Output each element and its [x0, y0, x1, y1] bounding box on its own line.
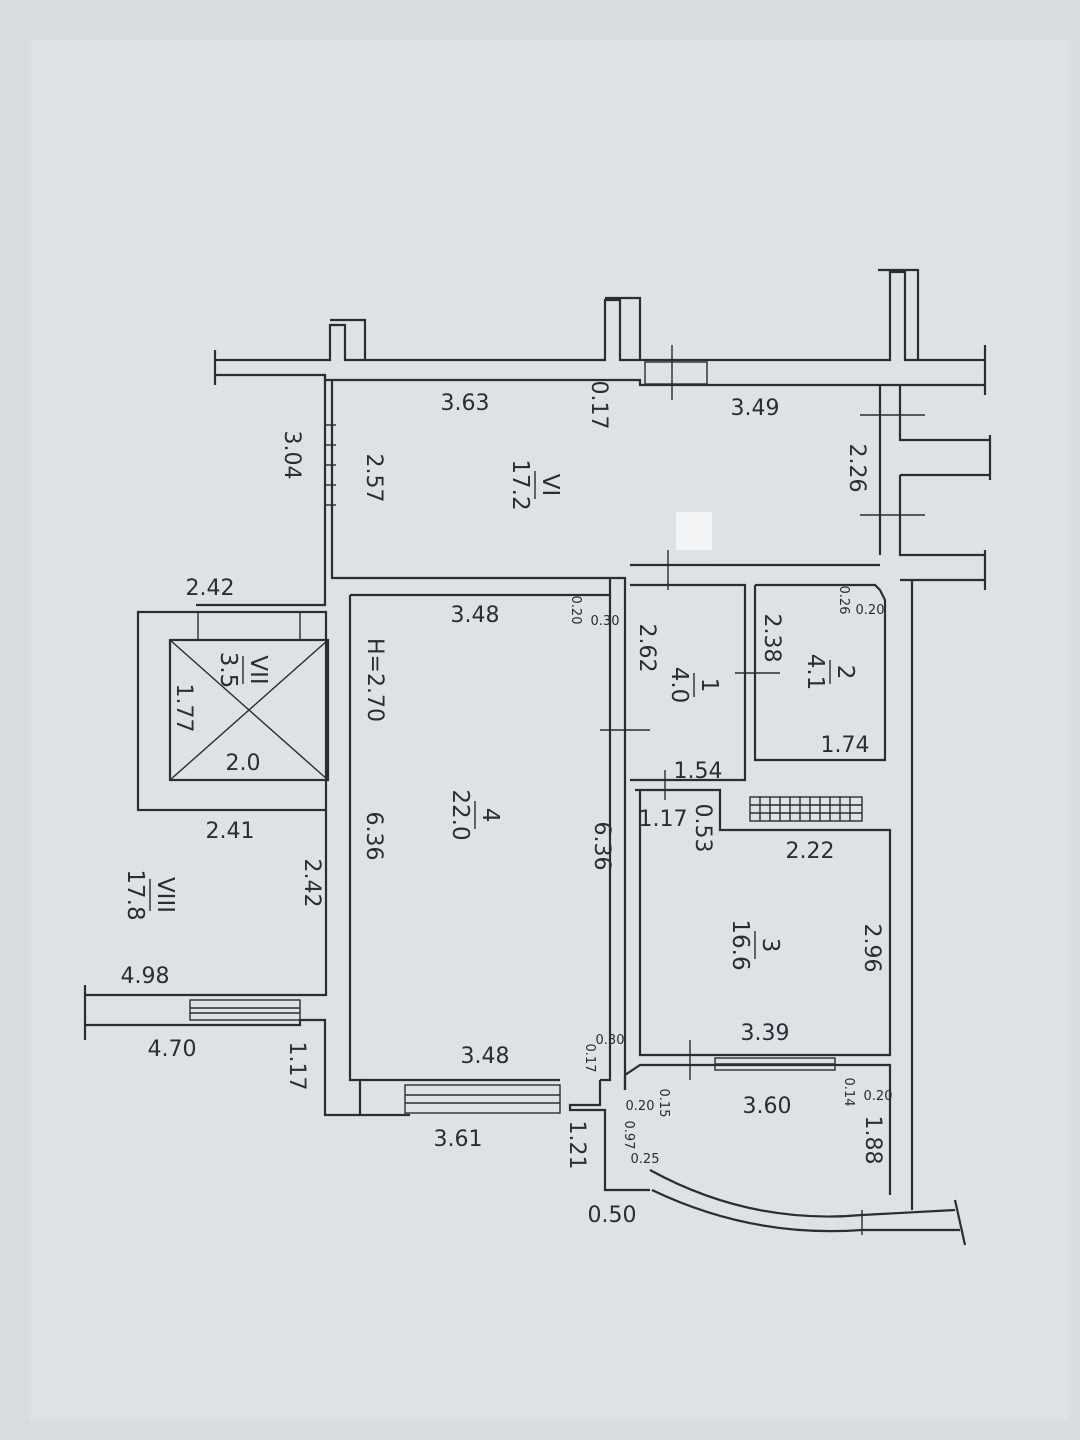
- stub-3: [878, 268, 920, 360]
- dim-label: 3.39: [741, 1021, 790, 1046]
- dim-label: 2.96: [859, 924, 884, 973]
- dimension-labels: 3.63 0.17 3.49 3.04 2.57 2.26 2.42 3.48 …: [121, 381, 893, 1228]
- dim-label: 2.42: [299, 859, 324, 908]
- dim-label: 1.88: [860, 1116, 885, 1165]
- blank-patch: [676, 512, 712, 550]
- dim-label: 1.17: [639, 807, 688, 832]
- room-4-label: 4 22.0: [447, 789, 503, 840]
- room-vi-area: 17.2: [507, 459, 533, 510]
- room-4-right-wall: [600, 595, 612, 1082]
- dim-label: 3.61: [434, 1127, 483, 1152]
- dim-label: 4.70: [148, 1037, 197, 1062]
- dim-label: 3.48: [451, 603, 500, 628]
- room-4-number: 4: [477, 808, 503, 823]
- dim-label: 0.26: [836, 586, 851, 615]
- ceiling-height-note: H=2.70: [362, 638, 387, 722]
- dim-label: 3.49: [731, 396, 780, 421]
- dim-label: 2.41: [206, 819, 255, 844]
- dim-label: 0.20: [864, 1089, 893, 1104]
- room-viii-area: 17.8: [122, 869, 148, 920]
- room-vi-left-wall: [330, 380, 627, 1090]
- dim-label: 0.20: [568, 596, 583, 625]
- dim-label: 0.30: [591, 614, 620, 629]
- room-labels: VI 17.2 4 22.0 1 4.0 2 4.1 3 16.6 VII 3.…: [122, 459, 858, 970]
- dim-label: 0.50: [588, 1203, 637, 1228]
- dim-label: 3.63: [441, 391, 490, 416]
- balcony-outer-curve-2: [651, 1189, 960, 1233]
- dim-label: 0.20: [856, 603, 885, 618]
- dim-label: 2.57: [361, 454, 386, 503]
- windows-doors: [189, 345, 925, 1114]
- room-2-number: 2: [832, 665, 858, 680]
- room-1-label: 1 4.0: [666, 667, 722, 704]
- dim-label: 3.60: [743, 1094, 792, 1119]
- room-vii-label: VII 3.5: [215, 652, 271, 689]
- dim-label: 0.15: [656, 1089, 671, 1118]
- balcony-left-wall: [568, 1080, 650, 1192]
- room-vii-outer: [136, 610, 328, 812]
- dim-label: 2.0: [226, 751, 261, 776]
- dim-label: 0.14: [841, 1078, 856, 1107]
- balcony-inner-wall: [623, 1063, 892, 1195]
- room-2-label: 2 4.1: [802, 654, 858, 691]
- room-vii-area: 3.5: [215, 652, 241, 689]
- dim-label: 3.04: [279, 431, 304, 480]
- dim-label: 2.38: [759, 614, 784, 663]
- dim-label: 0.20: [626, 1099, 655, 1114]
- right-stub-c: [898, 475, 985, 557]
- outer-left-wall: [196, 375, 327, 607]
- dim-label: 2.22: [786, 839, 835, 864]
- dim-label: 1.21: [564, 1121, 589, 1170]
- balcony-outer-curve: [649, 1169, 956, 1218]
- dim-label: 0.25: [631, 1152, 660, 1167]
- room-vi-label: VI 17.2: [507, 459, 563, 510]
- stub-2: [605, 296, 642, 360]
- room-3-label: 3 16.6: [727, 919, 783, 970]
- room-1-walls: [630, 583, 747, 782]
- radiator: [749, 796, 863, 822]
- walls: [83, 268, 992, 1246]
- room-2-walls: [753, 583, 887, 762]
- dim-label: 1.74: [821, 733, 870, 758]
- dim-label: 6.36: [361, 812, 386, 861]
- room-vii-inner: [168, 638, 330, 782]
- window-viii: [189, 999, 301, 1021]
- dim-label: 3.48: [461, 1044, 510, 1069]
- dim-label: 0.17: [582, 1044, 597, 1073]
- dim-label: 2.26: [844, 444, 869, 493]
- room-3-area: 16.6: [727, 919, 753, 970]
- window-room-4: [404, 1084, 561, 1114]
- dim-label: 2.62: [634, 624, 659, 673]
- room-viii-label: VIII 17.8: [122, 869, 178, 920]
- dim-label: 6.36: [589, 822, 614, 871]
- dim-label: 1.17: [284, 1042, 309, 1091]
- dim-label: 1.77: [171, 684, 196, 733]
- stub-1: [330, 318, 367, 360]
- top-outer-wall: [215, 270, 985, 362]
- right-stub-a: [898, 385, 990, 442]
- room-2-area: 4.1: [802, 654, 828, 691]
- room-4-area: 22.0: [447, 789, 473, 840]
- dim-label: 4.98: [121, 964, 170, 989]
- room-viii-bottom-wall: [85, 1018, 360, 1117]
- shaft-cross-b: [169, 639, 329, 781]
- room-viii-number: VIII: [152, 877, 178, 913]
- dim-label: 1.54: [674, 759, 723, 784]
- room-1-number: 1: [696, 678, 722, 693]
- room-vii-number: VII: [245, 655, 271, 684]
- dim-label: 0.30: [596, 1033, 625, 1048]
- door-vi-top: [644, 361, 708, 385]
- room-3-walls: [635, 788, 892, 1057]
- room-1-area: 4.0: [666, 667, 692, 704]
- dim-label: 0.17: [586, 381, 611, 430]
- room-3-number: 3: [757, 938, 783, 953]
- balcony-end: [953, 1199, 967, 1246]
- dim-label: 0.53: [690, 804, 715, 853]
- dim-label: 0.97: [621, 1121, 636, 1150]
- room-vi-number: VI: [537, 474, 563, 497]
- room-viii-wall: [85, 810, 328, 997]
- dim-label: 2.42: [186, 576, 235, 601]
